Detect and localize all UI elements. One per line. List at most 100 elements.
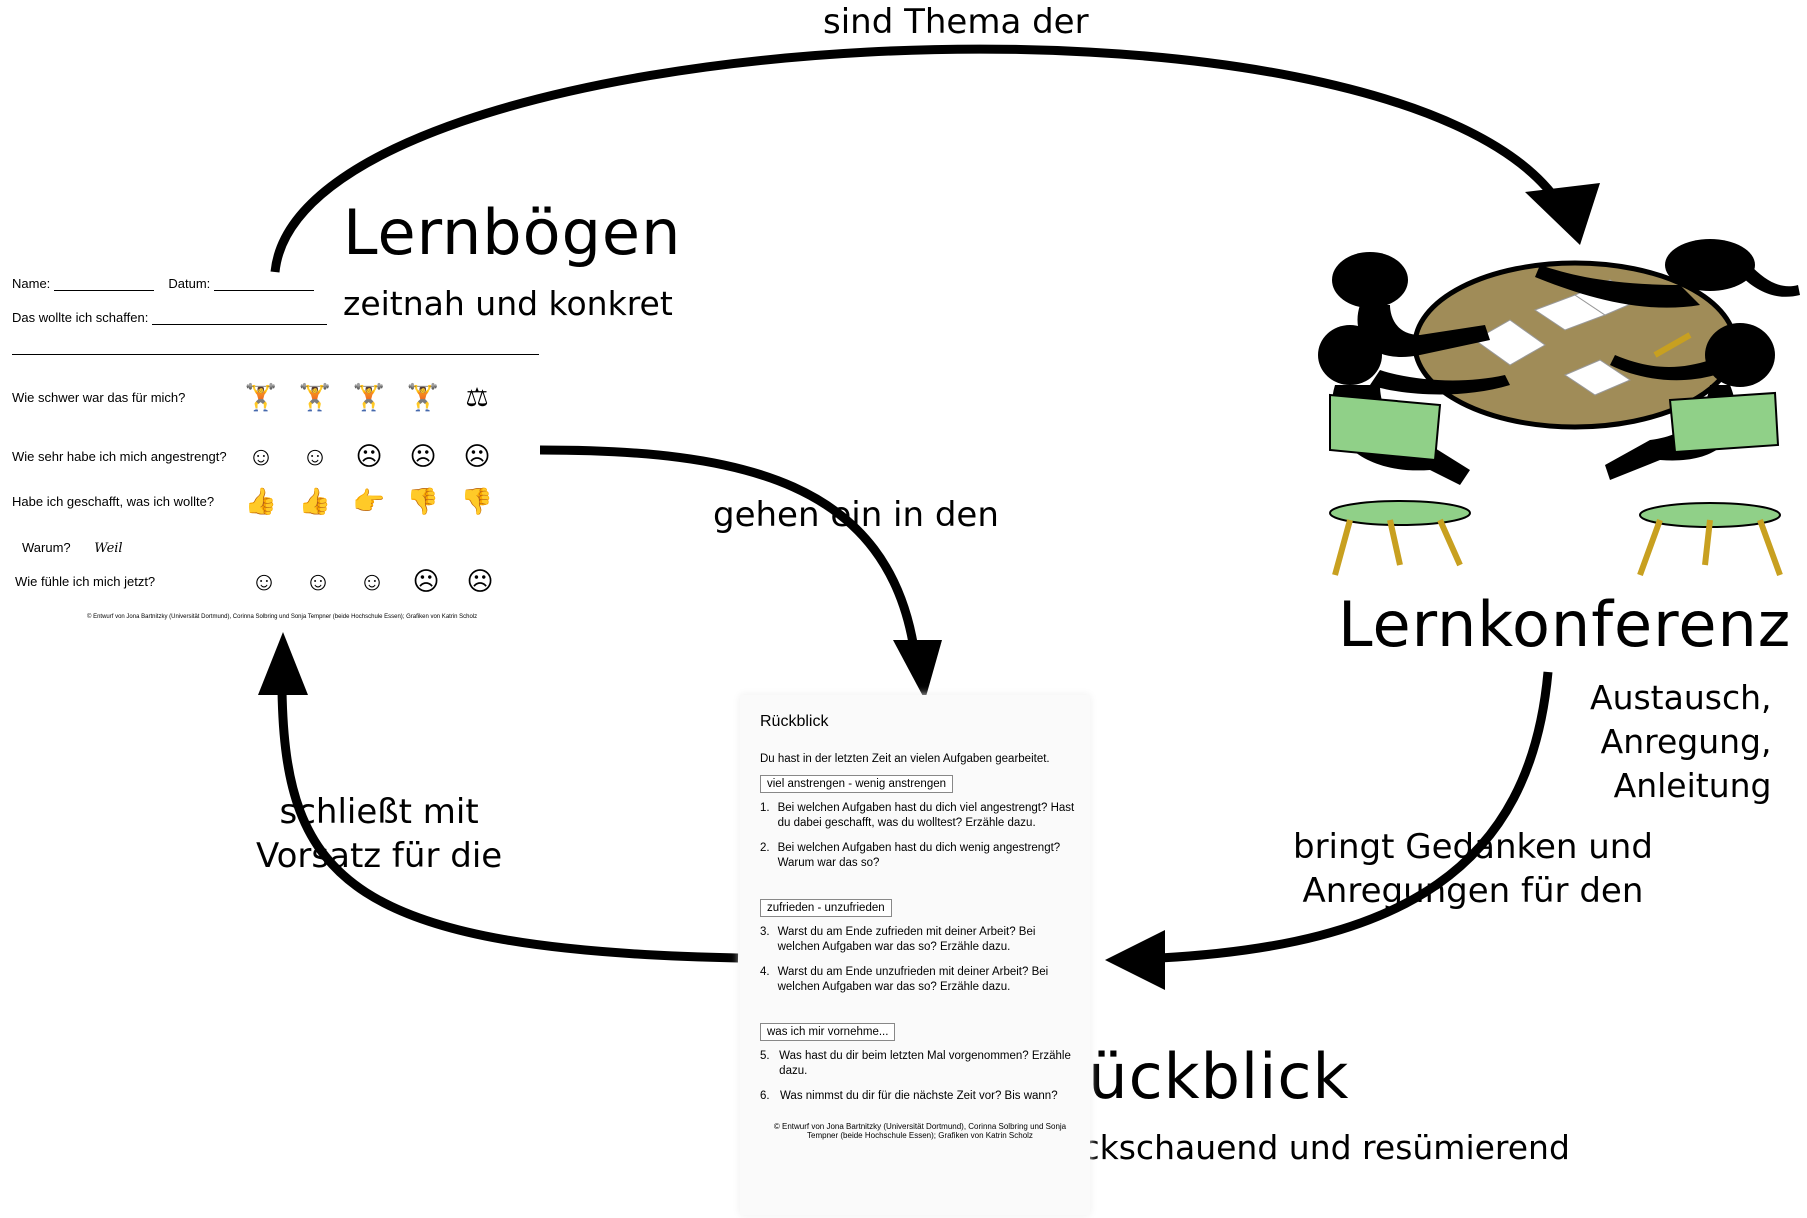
edge-label-right-line-2: Anregungen für den	[1302, 871, 1644, 911]
thumb-icons: 👍 👍 👉 👎 👎	[244, 482, 494, 520]
paper-sheets	[1474, 279, 1642, 396]
stickfigure-sitting-sad-icon: ☹	[466, 565, 494, 596]
section-label-effort: viel anstrengen - wenig anstrengen	[760, 775, 954, 793]
edge-label-left: schließt mit Vorsatz für die	[248, 790, 510, 878]
question-feeling: Wie fühle ich mich jetzt?	[15, 573, 156, 589]
node-subtitle-lernkonferenz: Austausch, Anregung, Anleitung	[1590, 676, 1772, 808]
arrow-middle-arc	[539, 445, 920, 656]
stickfigure-heavy-weight-icon: 🏋	[352, 381, 386, 412]
name-line	[53, 290, 154, 291]
arrow-top-arc	[270, 44, 1564, 273]
goal-line	[151, 324, 327, 325]
name-label: Name:	[12, 276, 51, 291]
rueckblick-item-4: 4. Warst du am Ende unzufrieden mit dein…	[760, 965, 1080, 995]
edge-label-left-line-2: Vorsatz für die	[256, 836, 503, 876]
chair-right	[1637, 391, 1783, 577]
item-text: Warst du am Ende zufrieden mit deiner Ar…	[777, 926, 1036, 953]
question-difficulty: Wie schwer war das für mich?	[12, 389, 186, 405]
rueckblick-footer: © Entwurf von Jona Bartnitzky (Universit…	[773, 1122, 1067, 1140]
thumb-down-icon: 👎	[460, 485, 494, 516]
conference-table-illustration	[1318, 239, 1800, 577]
edge-label-top: sind Thema der	[815, 2, 1097, 42]
arrowhead-left	[258, 632, 308, 695]
rueckblick-item-3: 3. Warst du am Ende zufrieden mit deiner…	[760, 925, 1080, 955]
edge-label-middle: gehen ein in den	[713, 495, 999, 535]
rueckblick-item-2: 2. Bei welchen Aufgaben hast du dich wen…	[760, 841, 1080, 871]
arrowhead-top	[1525, 183, 1600, 245]
arrowhead-right	[1105, 930, 1165, 990]
question-row-2: Wie sehr habe ich mich angestrengt? ☺ ☺ …	[12, 437, 491, 475]
date-line	[213, 290, 314, 291]
stickfigure-weight-icon: 🏋	[298, 381, 332, 412]
node-title-rueckblick: Rückblick	[1047, 1040, 1350, 1113]
rueckblick-item-1: 1. Bei welchen Aufgaben hast du dich vie…	[760, 801, 1080, 831]
question-why: Warum?	[22, 540, 71, 555]
lernbogen-sheet: Name: Datum: Das wollte ich schaffen: Wi…	[12, 272, 542, 632]
stickfigure-light-weight-icon: 🏋	[244, 381, 278, 412]
difficulty-icons: 🏋 🏋 🏋 🏋 ⚖	[244, 378, 491, 416]
handwritten-answer: Weil	[94, 541, 123, 556]
lernkonferenz-sub-line-2: Anregung,	[1600, 722, 1772, 761]
goal-label: Das wollte ich schaffen:	[12, 310, 149, 325]
arrow-right-arc	[1159, 671, 1553, 963]
stickfigure-jumping-icon: ☺	[250, 565, 278, 596]
rueckblick-intro: Du hast in der letzten Zeit an vielen Au…	[760, 753, 1050, 765]
edge-label-right-line-1: bringt Gedanken und	[1293, 827, 1653, 867]
thumb-up-icon: 👍	[244, 485, 278, 516]
item-number: 1.	[760, 802, 770, 814]
face-stressed-icon: ☹	[409, 440, 437, 471]
stickfigure-very-heavy-weight-icon: 🏋	[406, 381, 440, 412]
feeling-icons: ☺ ☺ ☺ ☹ ☹	[250, 562, 494, 600]
rueckblick-item-6: 6. Was nimmst du dir für die nächste Zei…	[760, 1089, 1080, 1104]
question-row-5: Wie fühle ich mich jetzt? ☺ ☺ ☺ ☹ ☹	[12, 562, 494, 600]
person-silhouettes	[1318, 239, 1800, 485]
arrowhead-middle	[893, 640, 942, 700]
effort-icons: ☺ ☺ ☹ ☹ ☹	[247, 437, 491, 475]
stickfigure-standing-icon: ☺	[358, 565, 386, 596]
item-text: Bei welchen Aufgaben hast du dich wenig …	[777, 842, 1061, 869]
item-text: Bei welchen Aufgaben hast du dich viel a…	[777, 802, 1075, 829]
item-number: 5.	[760, 1050, 770, 1062]
item-text: Was hast du dir beim letzten Mal vorgeno…	[779, 1050, 1071, 1077]
stickfigure-cheering-icon: ☺	[304, 565, 332, 596]
face-calm-icon: ☺	[247, 440, 275, 471]
thumb-angled-down-icon: 👎	[406, 485, 440, 516]
question-row-1: Wie schwer war das für mich? 🏋 🏋 🏋 🏋 ⚖	[12, 378, 491, 416]
item-text: Warst du am Ende unzufrieden mit deiner …	[777, 966, 1049, 993]
thumb-sideways-icon: 👉	[352, 485, 386, 516]
rueckblick-sheet: Rückblick Du hast in der letzten Zeit an…	[740, 695, 1090, 1215]
lernkonferenz-sub-line-1: Austausch,	[1590, 678, 1772, 717]
section-label-intentions: was ich mir vornehme...	[760, 1023, 896, 1041]
lernkonferenz-sub-line-3: Anleitung	[1613, 766, 1772, 805]
rueckblick-item-5: 5. Was hast du dir beim letzten Mal vorg…	[760, 1049, 1080, 1079]
barbell-icon: ⚖	[465, 381, 489, 412]
arrow-left-arc	[277, 689, 739, 963]
question-achieved: Habe ich geschafft, was ich wollte?	[12, 493, 215, 509]
edge-label-left-line-1: schließt mit	[279, 792, 479, 832]
item-number: 2.	[760, 842, 770, 854]
face-effort-icon: ☹	[355, 440, 383, 471]
edge-label-right: bringt Gedanken und Anregungen für den	[1285, 825, 1661, 913]
pencil	[1653, 332, 1692, 358]
node-subtitle-rueckblick: rückschauend und resümierend	[1047, 1128, 1570, 1167]
chair-left	[1329, 393, 1471, 576]
item-text: Was nimmst du dir für die nächste Zeit v…	[780, 1090, 1058, 1102]
stickfigure-neutral-icon: ☹	[412, 565, 440, 596]
rueckblick-sheet-title: Rückblick	[760, 713, 829, 730]
section-label-satisfaction: zufrieden - unzufrieden	[760, 899, 892, 917]
question-effort: Wie sehr habe ich mich angestrengt?	[12, 448, 227, 464]
node-subtitle-lernboegen: zeitnah und konkret	[343, 284, 673, 323]
item-number: 4.	[760, 966, 770, 978]
face-thinking-icon: ☺	[301, 440, 329, 471]
thumb-angled-up-icon: 👍	[298, 485, 332, 516]
face-overwhelmed-icon: ☹	[463, 440, 491, 471]
question-row-3: Habe ich geschafft, was ich wollte? 👍 👍 …	[12, 482, 494, 520]
question-why-row: Warum? Weil	[22, 540, 123, 556]
node-title-lernkonferenz: Lernkonferenz	[1338, 588, 1792, 661]
node-title-lernboegen: Lernbögen	[343, 196, 682, 269]
date-label: Datum:	[168, 276, 211, 291]
item-number: 6.	[760, 1090, 770, 1102]
item-number: 3.	[760, 926, 770, 938]
lernbogen-footer: © Entwurf von Jona Bartnitzky (Universit…	[87, 614, 478, 620]
